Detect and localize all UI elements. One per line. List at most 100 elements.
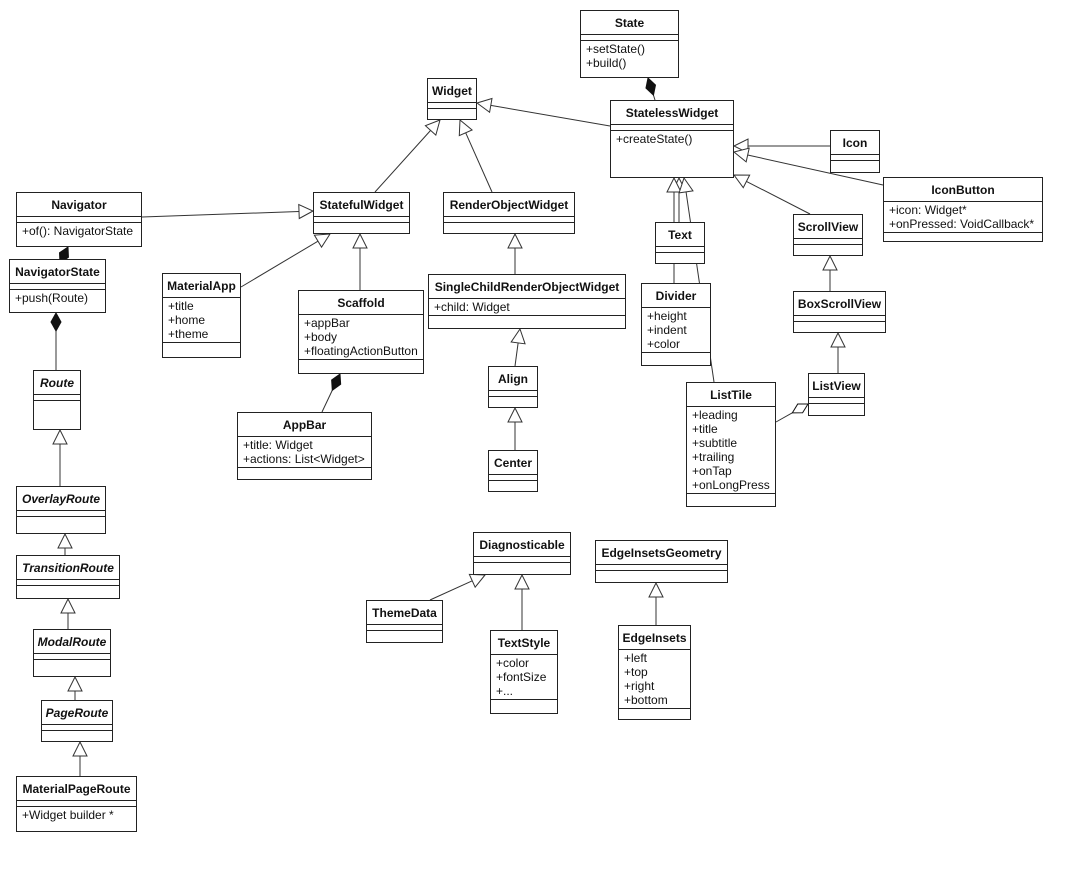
- generalization-arrowhead: [72, 740, 88, 757]
- class-transitionroute: TransitionRoute: [16, 555, 120, 599]
- class-materialpageroute: MaterialPageRoute+Widget builder *: [16, 776, 137, 832]
- generalization-arrowhead: [648, 581, 664, 598]
- class-overlayroute: OverlayRoute: [16, 486, 106, 534]
- class-attribute: +child: Widget: [434, 300, 510, 314]
- relation-line-inheritance: [465, 132, 493, 193]
- class-name: Navigator: [17, 193, 141, 217]
- generalization-arrowhead: [510, 327, 526, 345]
- composition-diamond: [50, 311, 62, 333]
- class-attribute: +title: [168, 299, 194, 313]
- operations-section: [619, 709, 690, 715]
- generalization-arrowhead: [514, 573, 530, 590]
- attributes-section: [581, 35, 678, 41]
- class-attribute: +trailing: [692, 450, 735, 464]
- class-statelesswidget: StatelessWidget+createState(): [610, 100, 734, 178]
- class-attribute: +left: [624, 651, 648, 665]
- composition-diamond: [645, 77, 657, 97]
- class-edgeinsets: EdgeInsets+left+top+right+bottom: [618, 625, 691, 720]
- class-name: TextStyle: [491, 631, 557, 655]
- attributes-section: [34, 654, 110, 660]
- relation-line-inheritance: [746, 180, 811, 215]
- class-name: TransitionRoute: [17, 556, 119, 580]
- operations-section: [809, 404, 864, 410]
- attributes-section: +appBar+body+floatingActionButton: [299, 315, 423, 360]
- operations-section: [884, 233, 1042, 239]
- generalization-arrowhead: [67, 675, 83, 692]
- class-attribute: +title: Widget: [243, 438, 313, 452]
- operations-section: [367, 631, 442, 637]
- class-attribute: +bottom: [624, 693, 668, 707]
- class-attribute: +body: [304, 330, 338, 344]
- attributes-section: [794, 239, 862, 245]
- operations-section: [238, 468, 371, 474]
- class-attribute: +onPressed: VoidCallback*: [889, 217, 1035, 231]
- class-name: Divider: [642, 284, 710, 308]
- operations-section: +of(): NavigatorState: [17, 223, 141, 239]
- class-attribute: +title: [692, 422, 718, 436]
- class-name: PageRoute: [42, 701, 112, 725]
- class-name: Widget: [428, 79, 476, 103]
- operations-section: [429, 316, 625, 322]
- class-attribute: +right: [624, 679, 655, 693]
- attributes-section: [474, 557, 570, 563]
- generalization-arrowhead: [666, 176, 682, 193]
- attributes-section: [17, 511, 105, 517]
- class-name: StatefulWidget: [314, 193, 409, 217]
- class-name: Text: [656, 223, 704, 247]
- relation-line-inheritance: [429, 580, 473, 601]
- class-operation: +push(Route): [15, 291, 89, 305]
- class-attribute: +onTap: [692, 464, 732, 478]
- attributes-section: +left+top+right+bottom: [619, 650, 690, 709]
- attributes-section: [489, 391, 537, 397]
- operations-section: [642, 353, 710, 359]
- class-attribute: +color: [496, 656, 530, 670]
- class-scaffold: Scaffold+appBar+body+floatingActionButto…: [298, 290, 424, 374]
- class-modalroute: ModalRoute: [33, 629, 111, 677]
- relation-line-inheritance: [747, 154, 884, 186]
- attributes-section: [10, 284, 105, 290]
- class-operation: +setState(): [586, 42, 646, 56]
- class-edgeinsetsgeometry: EdgeInsetsGeometry: [595, 540, 728, 583]
- generalization-arrowhead: [57, 532, 73, 549]
- class-operation: +build(): [586, 56, 627, 70]
- attributes-section: [17, 580, 119, 586]
- class-attribute: +appBar: [304, 316, 350, 330]
- class-appbar: AppBar+title: Widget+actions: List<Widge…: [237, 412, 372, 480]
- relation-line-inheritance: [141, 210, 300, 218]
- relation-line-composition: [321, 390, 333, 413]
- class-name: Scaffold: [299, 291, 423, 315]
- operations-section: [163, 343, 240, 349]
- class-name: AppBar: [238, 413, 371, 437]
- generalization-arrowhead: [830, 331, 846, 348]
- operations-section: +push(Route): [10, 290, 105, 306]
- class-name: BoxScrollView: [794, 292, 885, 316]
- class-attribute: +actions: List<Widget>: [243, 452, 365, 466]
- operations-section: [299, 360, 423, 366]
- generalization-arrowhead: [475, 97, 493, 114]
- class-themedata: ThemeData: [366, 600, 443, 643]
- operations-section: [474, 563, 570, 569]
- class-attribute: +subtitle: [692, 436, 738, 450]
- generalization-arrowhead: [822, 254, 838, 271]
- operations-section: [34, 660, 110, 666]
- generalization-arrowhead: [507, 406, 523, 423]
- generalization-arrowhead: [732, 147, 750, 163]
- class-name: MaterialApp: [163, 274, 240, 298]
- operations-section: [314, 223, 409, 229]
- class-boxscrollview: BoxScrollView: [793, 291, 886, 333]
- attributes-section: +child: Widget: [429, 299, 625, 316]
- class-listtile: ListTile+leading+title+subtitle+trailing…: [686, 382, 776, 507]
- attributes-section: [17, 217, 141, 223]
- attributes-section: [831, 155, 879, 161]
- operations-section: [794, 322, 885, 328]
- class-scrollview: ScrollView: [793, 214, 863, 256]
- operations-section: [596, 571, 727, 577]
- class-name: EdgeInsets: [619, 626, 690, 650]
- attributes-section: +color+fontSize+...: [491, 655, 557, 700]
- generalization-arrowhead: [352, 232, 368, 249]
- generalization-arrowhead: [424, 119, 441, 136]
- class-name: StatelessWidget: [611, 101, 733, 125]
- attributes-section: [17, 801, 136, 807]
- attributes-section: [489, 475, 537, 481]
- class-singlechild: SingleChildRenderObjectWidget+child: Wid…: [428, 274, 626, 329]
